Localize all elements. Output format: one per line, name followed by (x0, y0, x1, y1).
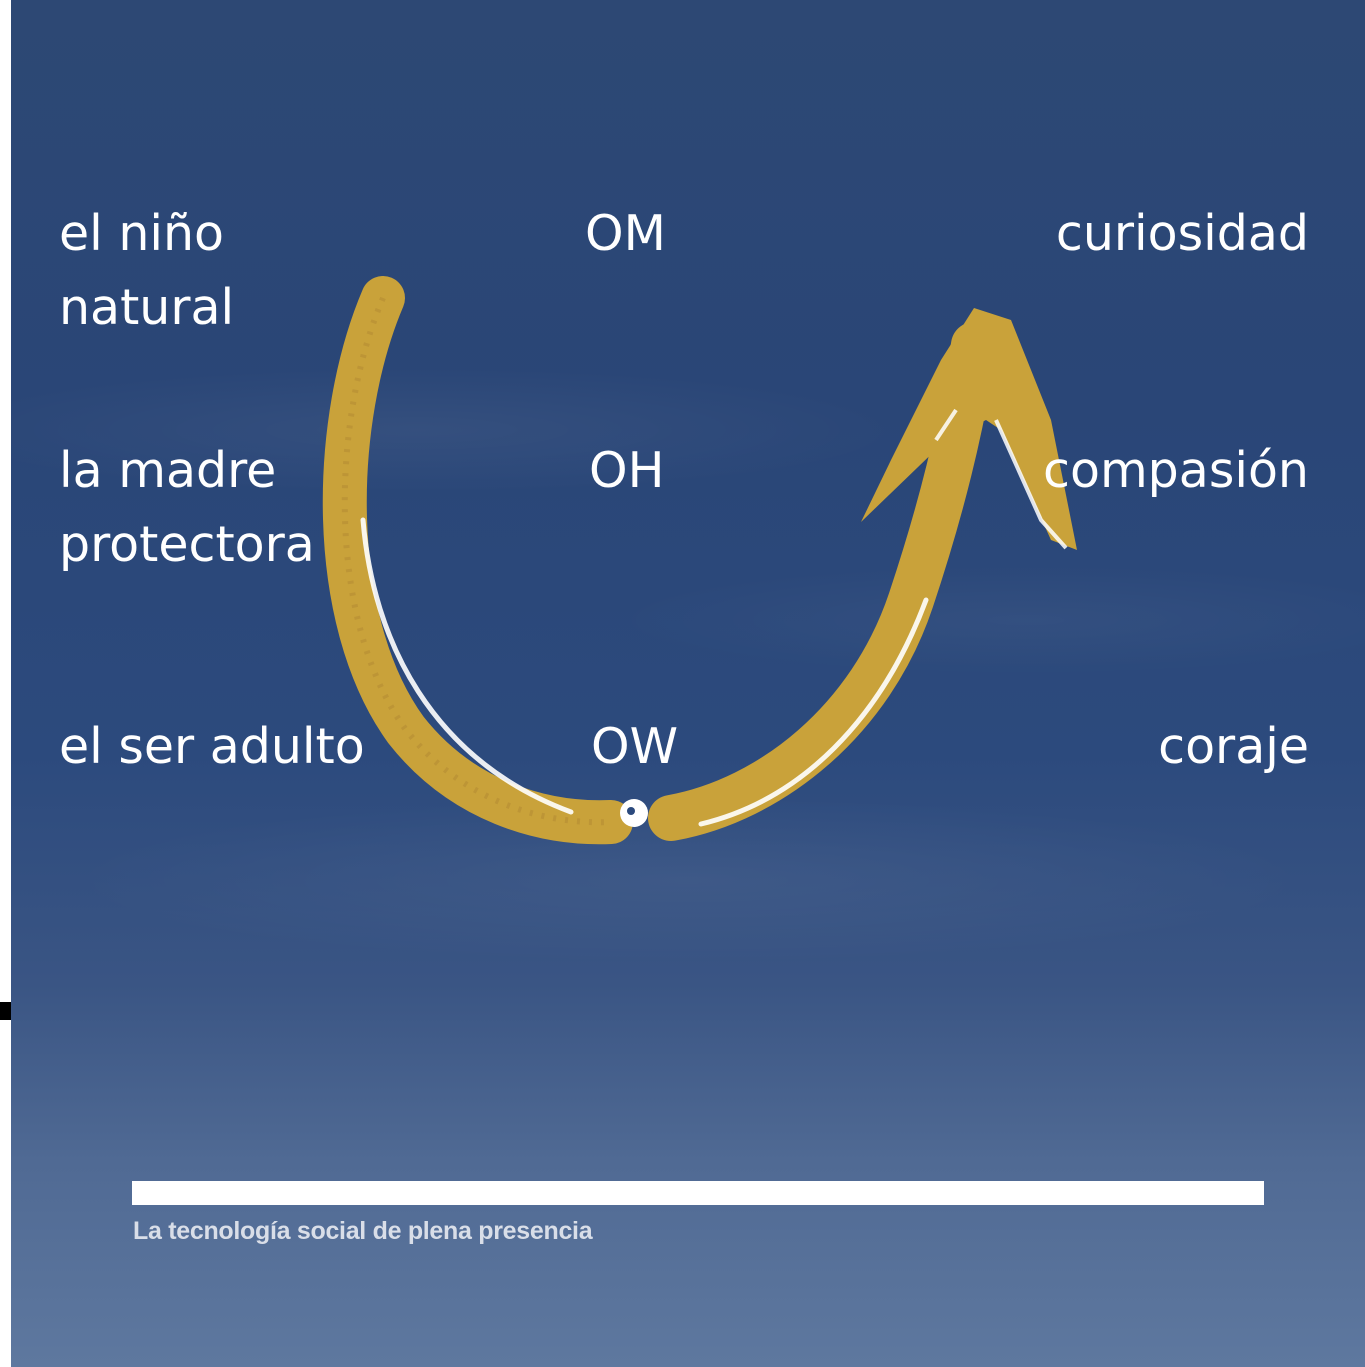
footer-divider (132, 1181, 1264, 1205)
sky-haze (11, 0, 1365, 1367)
right-label-3: coraje (1158, 718, 1309, 775)
center-label-2: OH (589, 442, 665, 499)
center-label-1: OM (585, 205, 666, 262)
left-label-2: la madre protectora (59, 442, 315, 573)
u-arrow-icon (322, 276, 1077, 845)
left-label-3: el ser adulto (59, 718, 365, 775)
diagram-background: el niño natural la madre protectora el s… (11, 0, 1365, 1367)
right-label-2: compasión (1043, 442, 1309, 499)
footer-caption: La tecnología social de plena presencia (133, 1217, 593, 1245)
center-label-3: OW (591, 718, 679, 775)
left-label-1: el niño natural (59, 205, 235, 336)
right-label-1: curiosidad (1055, 205, 1309, 262)
